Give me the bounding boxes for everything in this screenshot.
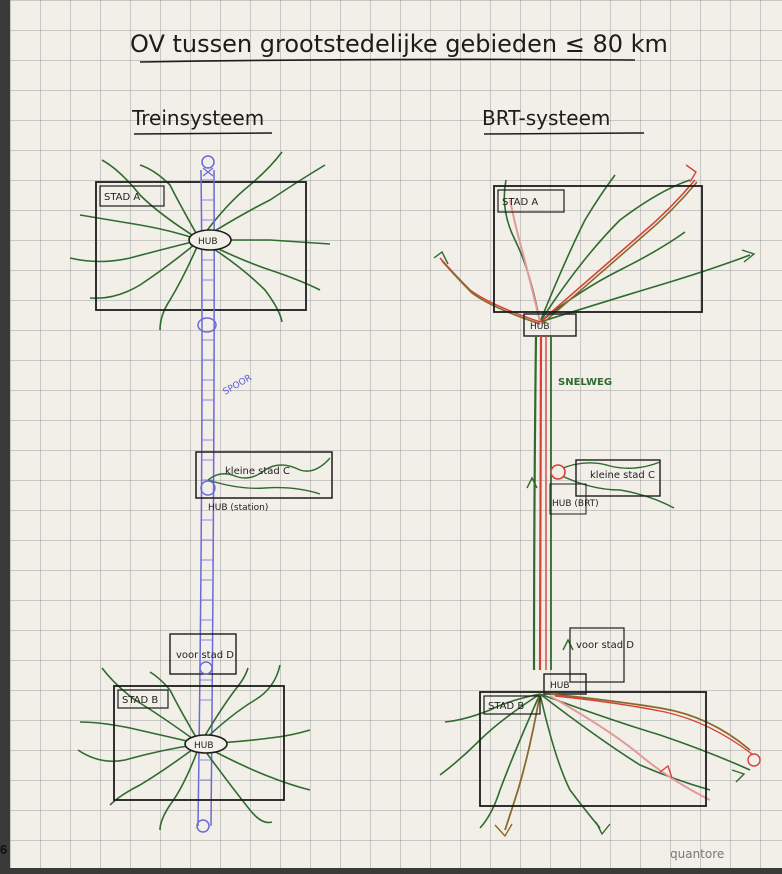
- route-arrow-south: [494, 823, 513, 838]
- brt-city-a-box: [493, 185, 703, 313]
- brt-hub-b-box: [543, 673, 587, 695]
- road-label: SNELWEG: [558, 377, 612, 388]
- city-b-label-box: [117, 689, 169, 709]
- rail-stop-1: [197, 317, 217, 333]
- brt-trunk-line: [532, 335, 552, 671]
- page-number: 6: [0, 842, 8, 857]
- suburb-d-label: voor stad D: [176, 650, 234, 661]
- right-heading-underline: [483, 132, 645, 135]
- brt-city-a-label-box: [497, 189, 565, 213]
- brt-city-b-box: [479, 691, 707, 807]
- track-label: SPOOR: [222, 373, 254, 397]
- train-system-diagram: STAD A HUB SPOOR kleine stad C: [69, 151, 333, 833]
- rail-terminus-bottom: [196, 819, 210, 833]
- small-city-c-box: [195, 451, 333, 499]
- rail-end-mark: [202, 167, 214, 177]
- small-city-c-station: [200, 480, 216, 496]
- small-city-c-label: kleine stad C: [225, 466, 290, 477]
- trunk-arrow-up: [526, 476, 538, 489]
- right-heading: BRT-systeem: [482, 106, 610, 130]
- brt-hub-a-label: HUB: [530, 322, 550, 332]
- page-title: OV tussen grootstedelijke gebieden ≤ 80 …: [130, 30, 668, 58]
- hub-a-label: HUB: [198, 237, 218, 247]
- suburb-d-station: [199, 661, 213, 675]
- title-underline: [139, 58, 636, 63]
- brt-hub-b-label: HUB: [550, 681, 570, 691]
- rail-terminus-top: [201, 155, 215, 169]
- city-b-label: STAD B: [122, 695, 158, 706]
- brand-logo-text: quantore: [670, 847, 724, 861]
- flipchart-sheet: OV tussen grootstedelijke gebieden ≤ 80 …: [10, 0, 782, 868]
- feeder-arrow-east: [741, 249, 756, 263]
- hub-station-label: HUB (station): [208, 503, 268, 513]
- left-heading: Treinsysteem: [131, 106, 264, 130]
- sketch-canvas: OV tussen grootstedelijke gebieden ≤ 80 …: [69, 30, 761, 861]
- brt-hub-c-label: HUB (BRT): [552, 499, 599, 509]
- brt-city-b-label: STAD B: [488, 701, 524, 712]
- brt-system-diagram: STAD A HUB SNELWEG kleine stad C HU: [433, 164, 761, 838]
- brt-city-b-label-box: [483, 695, 541, 715]
- suburb-d-box: [169, 633, 237, 675]
- brt-small-city-c-stop: [550, 464, 566, 480]
- city-b-feeder-lines: [77, 664, 311, 831]
- feeder-arrow-east-b: [731, 769, 746, 783]
- small-city-c-feeders: [207, 457, 331, 495]
- brt-city-a-label: STAD A: [502, 197, 538, 208]
- brt-suburb-d-label: voor stad D: [576, 640, 634, 651]
- brt-suburb-d-box: [569, 627, 625, 683]
- brt-small-city-c-label: kleine stad C: [590, 470, 655, 481]
- feeder-arrow-south: [595, 821, 611, 836]
- city-a-feeder-lines: [69, 151, 331, 331]
- brt-city-b-routes: [504, 693, 753, 831]
- route-arrow-north: [685, 164, 697, 183]
- hub-b-label: HUB: [194, 741, 214, 751]
- trunk-arrow-up-2: [562, 638, 574, 651]
- brt-city-a-routes: [439, 179, 698, 325]
- route-arrow-southeast: [659, 764, 673, 779]
- hub-a-node: [188, 229, 232, 251]
- route-arrow-west: [433, 250, 449, 265]
- left-heading-underline: [133, 132, 273, 135]
- city-b-box: [113, 685, 285, 801]
- brt-city-a-feeders: [503, 174, 751, 323]
- brt-hub-c-box: [549, 483, 587, 515]
- hub-b-node: [184, 734, 228, 754]
- city-a-label-box: [99, 185, 165, 207]
- brt-hub-a-box: [523, 313, 577, 337]
- brt-small-city-c-box: [575, 459, 661, 497]
- brt-route-end-east: [747, 753, 761, 767]
- city-a-label: STAD A: [104, 192, 140, 203]
